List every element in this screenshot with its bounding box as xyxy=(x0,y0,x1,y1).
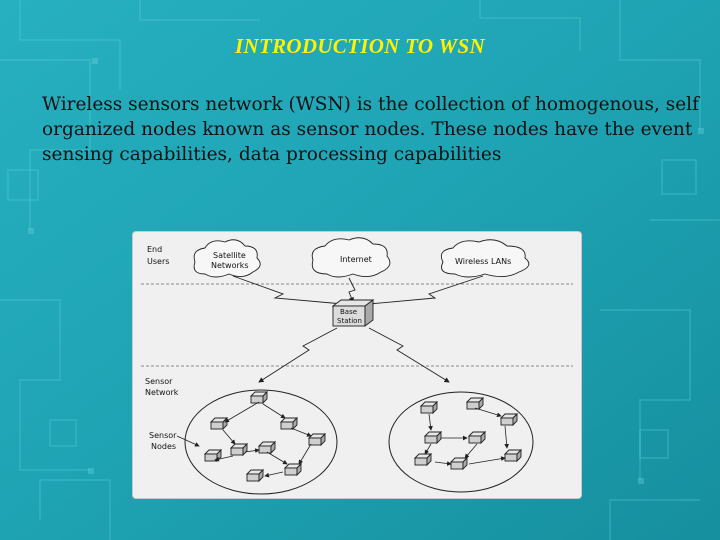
satellite-networks-cloud: Satellite Networks xyxy=(193,239,261,278)
wsn-architecture-diagram: End Users Satellite Networks Internet Wi… xyxy=(133,232,581,498)
sensor-nodes-label: Sensor xyxy=(149,431,177,440)
internet-cloud: Internet xyxy=(311,237,391,278)
base-label: Base xyxy=(340,308,357,316)
internet-label: Internet xyxy=(340,255,372,264)
slide-title: INTRODUCTION TO WSN xyxy=(235,34,485,58)
intro-paragraph: Wireless sensors network (WSN) is the co… xyxy=(42,94,699,165)
station-label: Station xyxy=(337,317,362,325)
wireless-lans-label: Wireless LANs xyxy=(455,257,511,266)
sensor-field-right xyxy=(388,391,534,493)
end-users-label-2: Users xyxy=(147,257,169,266)
sensor-network-label: Sensor xyxy=(145,377,173,386)
satellite-label: Satellite xyxy=(213,251,246,260)
sensor-field-left xyxy=(184,389,338,495)
networks-label: Networks xyxy=(211,261,249,270)
sensor-nodes-label-2: Nodes xyxy=(151,442,176,451)
wireless-lans-cloud: Wireless LANs xyxy=(440,239,530,278)
sensor-network-label-2: Network xyxy=(145,388,179,397)
base-station: Base Station xyxy=(331,299,375,327)
end-users-label: End xyxy=(147,245,162,254)
